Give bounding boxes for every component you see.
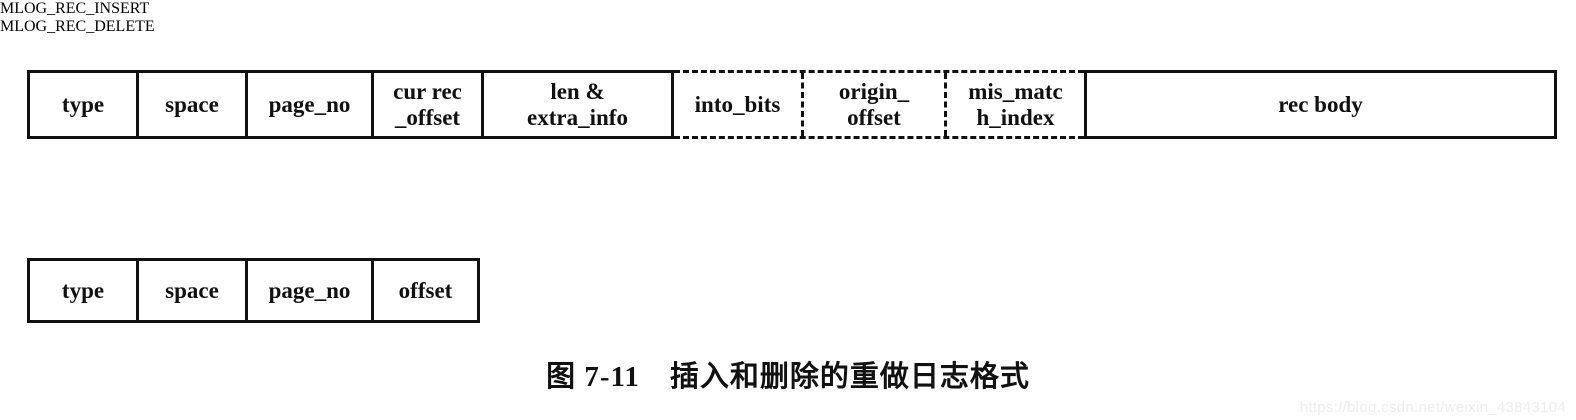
field-cell-delete-type: type [61,277,105,303]
field-cell-delete-space: space [136,261,245,320]
field-cell-len-extra-info: len & extra_info [481,73,671,136]
field-cell-into-bits: into_bits [694,91,781,117]
record-heading-delete: MLOG_REC_DELETE [0,18,155,35]
field-cell-origin-offset: origin_ offset [801,73,944,136]
field-cell-rec-body: rec body [1278,91,1363,117]
field-group-insert-body: rec body [1084,70,1557,139]
field-group-delete-fixed: type space page_no offset [27,258,480,323]
source-watermark: https://blog.csdn.net/weixin_43843104 [1299,399,1566,416]
field-cell-mis-match-index: mis_matc h_index [944,73,1084,136]
field-group-insert-optional: into_bits origin_ offset mis_matc h_inde… [674,70,1084,139]
record-layout-insert: type space page_no cur rec _offset len &… [27,70,1557,139]
field-cell-space: space [136,73,245,136]
field-cell-type: type [61,91,105,117]
figure-caption: 图 7-11 插入和删除的重做日志格式 [546,361,1030,393]
field-group-insert-fixed: type space page_no cur rec _offset len &… [27,70,674,139]
field-cell-page-no: page_no [245,73,371,136]
field-cell-delete-offset: offset [371,261,477,320]
field-cell-delete-page-no: page_no [245,261,371,320]
record-layout-delete: type space page_no offset [27,258,480,323]
record-heading-insert: MLOG_REC_INSERT [0,0,150,17]
field-cell-cur-rec-offset: cur rec _offset [371,73,481,136]
